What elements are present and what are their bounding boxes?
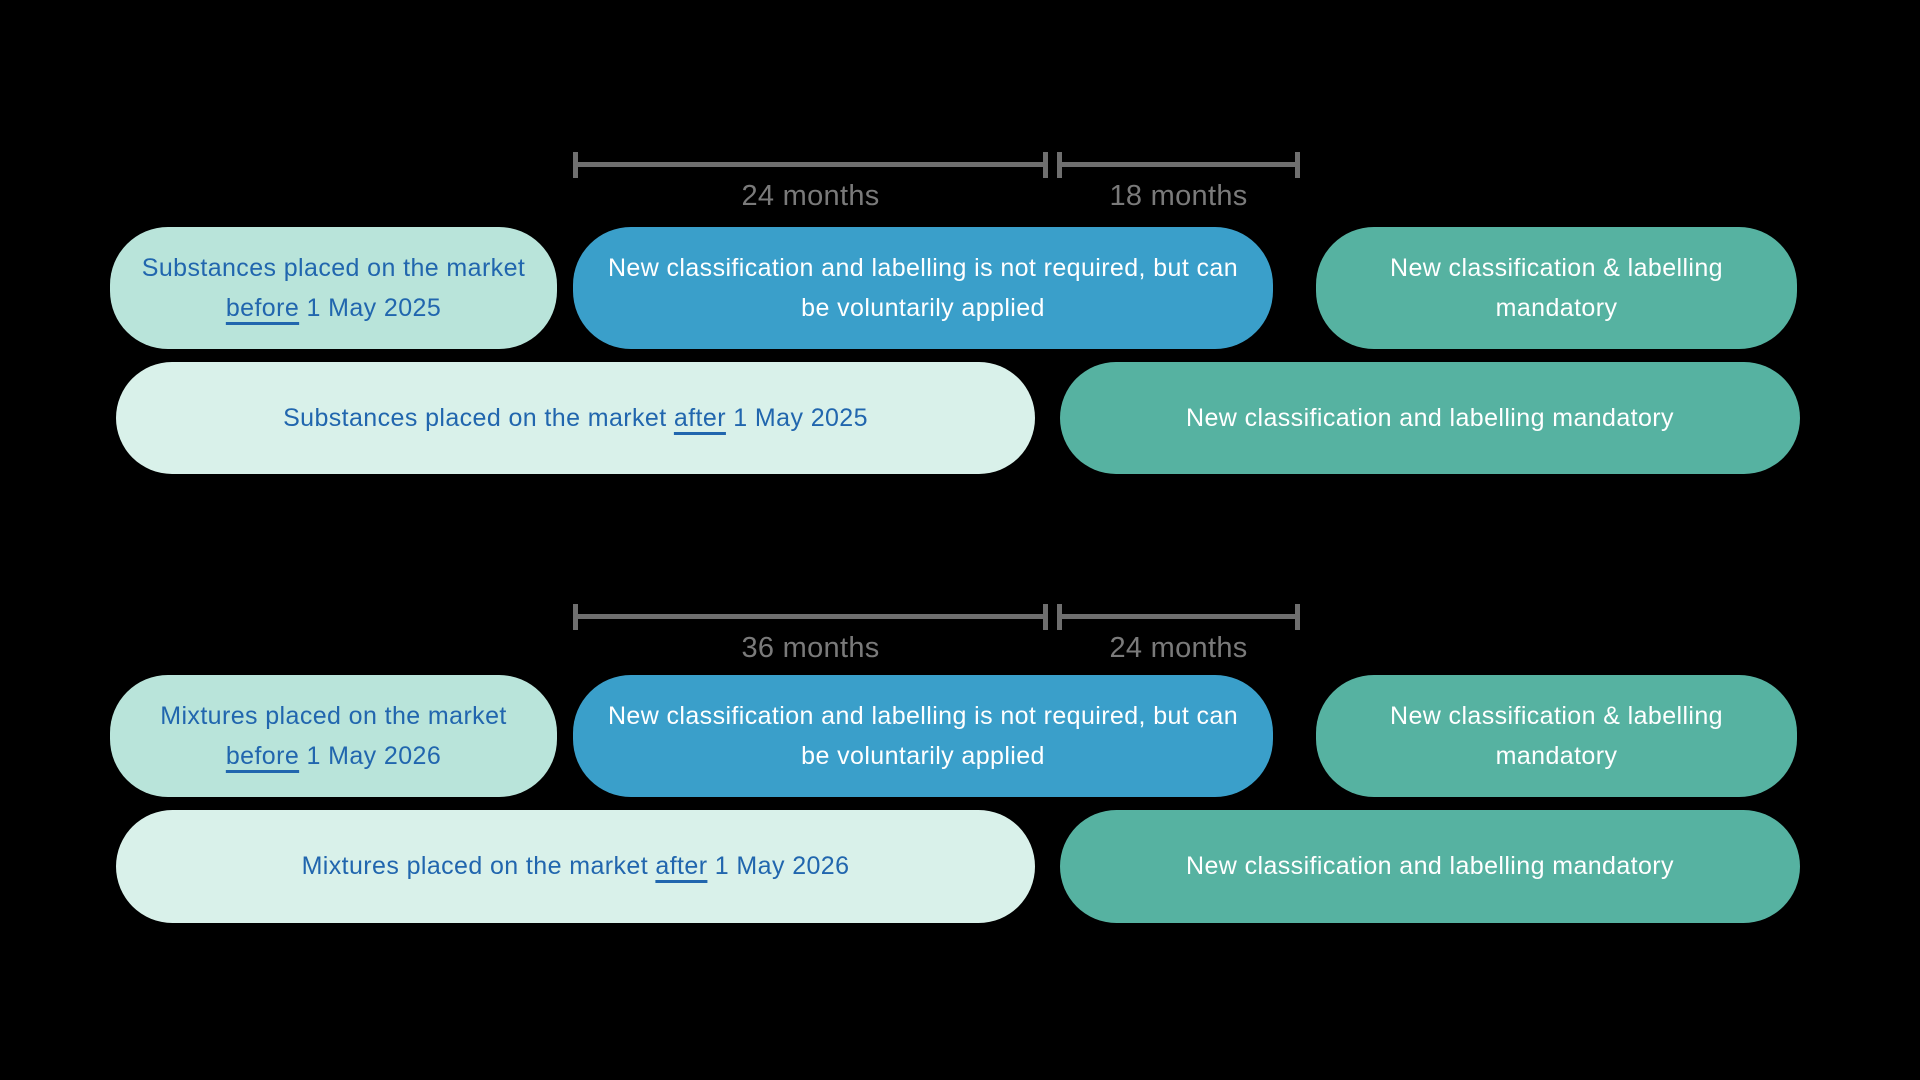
ruler-endcap — [1057, 152, 1062, 178]
ruler-endcap — [1295, 604, 1300, 630]
substances-ruler-label-18-months: 18 months — [1109, 180, 1248, 212]
substances-ruler-label-24-months: 24 months — [741, 180, 880, 212]
mixtures-mandatory-pill: New classification & labelling mandatory — [1316, 675, 1797, 797]
underlined-word: after — [673, 403, 726, 432]
substances-voluntary-pill: New classification and labelling is not … — [573, 227, 1273, 349]
mixtures-voluntary-pill: New classification and labelling is not … — [573, 675, 1273, 797]
pill-text-line: be voluntarily applied — [801, 294, 1045, 322]
underlined-word: before — [225, 294, 300, 322]
pill-text-line: New classification and labelling is not … — [607, 253, 1239, 282]
pill-text-prefix: Mixtures placed on the market — [301, 852, 656, 881]
pill-text-line: Substances placed on the market — [141, 253, 526, 282]
pill-text-line: Substances placed on the market after 1 … — [283, 398, 868, 439]
substances-after-pill: Substances placed on the market after 1 … — [116, 362, 1035, 474]
pill-text-line: New classification and labelling mandato… — [1186, 852, 1674, 881]
mixtures-ruler-segment-36-months — [573, 604, 1048, 630]
substances-ruler-segment-24-months — [573, 152, 1048, 178]
pill-text-line: New classification & labelling — [1390, 701, 1723, 730]
pill-text-line: Mixtures placed on the market after 1 Ma… — [302, 846, 850, 887]
pill-text-line: be voluntarily applied — [801, 742, 1045, 770]
pill-text-suffix: 1 May 2026 — [707, 852, 850, 881]
ruler-line — [1057, 162, 1300, 167]
mixtures-before-pill: Mixtures placed on the market before 1 M… — [110, 675, 557, 797]
ruler-endcap — [1057, 604, 1062, 630]
pill-text-line: New classification and labelling is not … — [607, 701, 1239, 730]
pill-text-line: before 1 May 2026 — [226, 736, 441, 777]
mixtures-ruler-label-36-months: 36 months — [741, 632, 880, 664]
ruler-endcap — [573, 152, 578, 178]
pill-text-line: New classification and labelling mandato… — [1186, 403, 1674, 432]
ruler-endcap — [1295, 152, 1300, 178]
pill-text-suffix: 1 May 2025 — [725, 403, 868, 432]
ruler-endcap — [1043, 152, 1048, 178]
pill-text-line: Mixtures placed on the market — [160, 701, 507, 730]
substances-mandatory-wide-pill: New classification and labelling mandato… — [1060, 362, 1800, 474]
substances-ruler-segment-18-months — [1057, 152, 1300, 178]
pill-text-rest: 1 May 2026 — [299, 742, 442, 770]
ruler-endcap — [573, 604, 578, 630]
ruler-line — [573, 162, 1048, 167]
pill-text-line: before 1 May 2025 — [226, 288, 441, 329]
underlined-word: before — [225, 742, 300, 770]
mixtures-after-pill: Mixtures placed on the market after 1 Ma… — [116, 810, 1035, 923]
pill-text-line: mandatory — [1495, 742, 1618, 770]
mixtures-mandatory-wide-pill: New classification and labelling mandato… — [1060, 810, 1800, 923]
ruler-line — [1057, 614, 1300, 619]
underlined-word: after — [655, 852, 708, 881]
pill-text-rest: 1 May 2025 — [299, 294, 442, 322]
pill-text-line: New classification & labelling — [1390, 253, 1723, 282]
substances-before-pill: Substances placed on the market before 1… — [110, 227, 557, 349]
pill-text-line: mandatory — [1495, 294, 1618, 322]
pill-text-prefix: Substances placed on the market — [283, 403, 674, 432]
mixtures-ruler-segment-24-months — [1057, 604, 1300, 630]
mixtures-ruler-label-24-months: 24 months — [1109, 632, 1248, 664]
ruler-endcap — [1043, 604, 1048, 630]
substances-mandatory-pill: New classification & labelling mandatory — [1316, 227, 1797, 349]
ruler-line — [573, 614, 1048, 619]
